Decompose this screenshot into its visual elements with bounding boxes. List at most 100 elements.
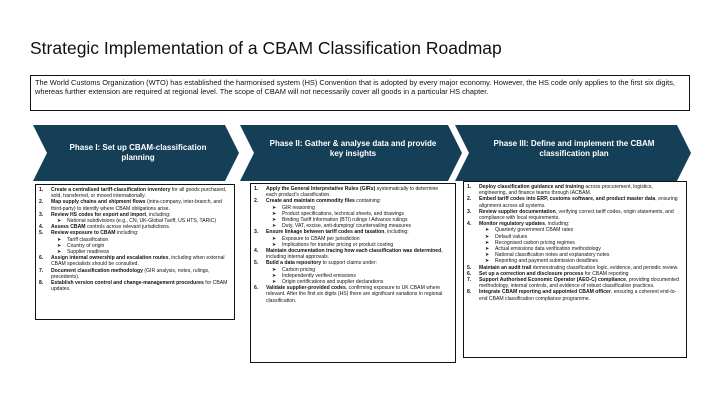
step-number: 3. (39, 211, 44, 218)
arrow-bullet-icon: ➤ (272, 241, 277, 248)
step-item: 2. Create and maintain commodity files co… (254, 198, 450, 204)
step-heading: Assess CBAM (51, 224, 86, 231)
step-text: Set up a correction and disclosure proce… (479, 271, 628, 277)
step-detail: to support claims under: (321, 260, 377, 267)
step-text: Review supplier documentation, verifying… (479, 209, 681, 221)
step-item: 2.Map supply chains and shipment flows (… (39, 199, 229, 211)
step-number: 6. (39, 255, 44, 262)
step-detail: , including when external CBAM specialis… (51, 255, 225, 268)
step-heading: Deploy classification guidance and train… (479, 184, 585, 190)
sub-item: ➤Country of origin (39, 243, 229, 249)
step-detail: for all goods purchased, sold, transferr… (51, 187, 227, 200)
sub-item-text: Exposure to CBAM per jurisdiction (282, 235, 360, 242)
step-text: Integrate CBAM reporting and appointed C… (479, 289, 681, 301)
step-heading: Set up a correction and disclosure proce… (479, 270, 584, 277)
sub-item: ➤Binding Tariff Information (BTI) ruling… (254, 217, 450, 223)
arrow-bullet-icon: ➤ (57, 236, 62, 243)
slide-title: Strategic Implementation of a CBAM Class… (30, 38, 502, 58)
sub-item: ➤Quarterly government CBAM rates (467, 227, 681, 233)
step-detail: , including: (146, 211, 171, 218)
step-item: 6.Set up a correction and disclosure pro… (467, 271, 681, 277)
step-item: 5.Review exposure to CBAM including: (39, 230, 229, 236)
step-text: Embed tariff codes into ERP, customs sof… (479, 196, 681, 208)
step-number: 5. (254, 260, 259, 267)
step-item: 4.Monitor regulatory updates, including: (467, 221, 681, 227)
step-number: 5. (467, 264, 472, 271)
sub-item-text: Independently verified emissions (282, 272, 356, 279)
step-item: 1.Deploy classification guidance and tra… (467, 184, 681, 196)
step-item: 3.Review HS codes for export and import,… (39, 212, 229, 218)
step-text: Document classification methodology (GIR… (51, 268, 229, 280)
step-text: Create a centralised tariff-classificati… (51, 187, 229, 199)
sub-item-text: Actual emissions data verification metho… (495, 246, 601, 253)
step-detail: (GIR analysis, notes, rulings, precedent… (51, 267, 210, 280)
step-number: 2. (39, 199, 44, 206)
step-heading: Build a data repository (266, 260, 322, 267)
step-text: Assign internal ownership and escalation… (51, 255, 229, 267)
step-detail: (intra-company, inter-branch, and third-… (51, 199, 222, 212)
sub-item-text: GIR reasoning (282, 204, 315, 211)
sub-item: ➤Tariff classification (39, 237, 229, 243)
step-detail: including: (115, 230, 139, 237)
step-text: Support Authorised Economic Operator (AE… (479, 277, 681, 289)
step-text: Review exposure to CBAM including: (51, 230, 138, 236)
step-heading: Assign internal ownership and escalation… (51, 255, 169, 262)
arrow-bullet-icon: ➤ (57, 249, 62, 256)
step-detail: , providing documented methodology, inte… (479, 277, 679, 290)
step-item: 1. Create a centralised tariff-classifica… (39, 187, 229, 199)
step-item: 4.Assess CBAM controls across relevant j… (39, 224, 229, 230)
step-heading: Support Authorised Economic Operator (AE… (479, 277, 626, 284)
sub-item-text: Duty, VAT, excise, anti-dumping/ counter… (282, 223, 412, 230)
step-number: 7. (39, 267, 44, 274)
step-number: 3. (467, 208, 472, 215)
step-item: 6.Validate supplier-provided codes, conf… (254, 285, 450, 304)
sub-item-text: Default values (495, 233, 528, 240)
step-text: Deploy classification guidance and train… (479, 184, 681, 196)
sub-item: ➤Exposure to CBAM per jurisdiction (254, 236, 450, 242)
step-heading: Validate supplier-provided codes (266, 285, 346, 292)
phase-1-chevron: Phase I: Set up CBAM-classification plan… (33, 125, 239, 181)
arrow-bullet-icon: ➤ (485, 246, 490, 253)
step-number: 1. (254, 186, 259, 192)
sub-item: ➤Recognised carbon pricing regimes (467, 240, 681, 246)
step-number: 2. (467, 196, 472, 203)
sub-item-text: Recognised carbon pricing regimes (495, 239, 575, 246)
sub-item: ➤Carbon pricing (254, 267, 450, 273)
sub-item-text: Implications for transfer pricing or pro… (282, 241, 394, 248)
step-number: 8. (39, 280, 44, 287)
step-detail: , confirming exposure to UK CBAM where r… (266, 285, 443, 304)
arrow-bullet-icon: ➤ (57, 218, 62, 225)
step-heading: Review exposure to CBAM (51, 230, 116, 237)
sub-item: ➤GIR reasoning (254, 205, 450, 211)
step-item: 1. Apply the General Interpretative Rules… (254, 186, 450, 198)
step-item: 6. Assign internal ownership and escalati… (39, 255, 229, 267)
sub-item-text: Binding Tariff Information (BTI) rulings… (282, 217, 408, 224)
step-item: 3. Review supplier documentation, verifyi… (467, 209, 681, 221)
step-detail: , including: (544, 221, 570, 228)
sub-item: ➤Duty, VAT, excise, anti-dumping/ counte… (254, 223, 450, 229)
arrow-bullet-icon: ➤ (485, 227, 490, 234)
phase-2-chevron: Phase II: Gather & analyse data and prov… (240, 125, 462, 181)
step-detail: demonstrating classification logic, evid… (531, 264, 679, 271)
step-detail: systematically to determine each product… (266, 186, 439, 199)
step-heading: Integrate CBAM reporting and appointed C… (479, 289, 611, 296)
step-heading: Establish version control and change-man… (51, 280, 204, 287)
phase-1-steps: 1. Create a centralised tariff-classifica… (35, 184, 235, 320)
step-detail: , ensuring alignment across all systems. (479, 196, 678, 209)
step-text: Create and maintain commodity files cont… (266, 198, 381, 204)
step-text: Maintain an audit trail demonstrating cl… (479, 265, 678, 271)
step-number: 4. (254, 248, 259, 255)
sub-item-text: National subdivisions (e.g., CN, UK-Glob… (67, 218, 217, 225)
step-detail: for CBAM updates. (51, 280, 228, 293)
phase-1-title: Phase I: Set up CBAM-classification plan… (69, 143, 207, 162)
step-heading: Apply the General Interpretative Rules (… (266, 186, 376, 192)
sub-item: ➤Product specifications, technical sheet… (254, 211, 450, 217)
step-number: 1. (39, 187, 44, 193)
step-heading: Ensure linkage between tariff codes and … (266, 229, 385, 236)
step-item: 8.Integrate CBAM reporting and appointed… (467, 289, 681, 301)
step-number: 2. (254, 198, 259, 205)
step-item: 8. Establish version control and change-m… (39, 280, 229, 292)
step-item: 5. Maintain an audit trail demonstrating … (467, 265, 681, 271)
step-text: Apply the General Interpretative Rules (… (266, 186, 450, 198)
arrow-bullet-icon: ➤ (272, 266, 277, 273)
